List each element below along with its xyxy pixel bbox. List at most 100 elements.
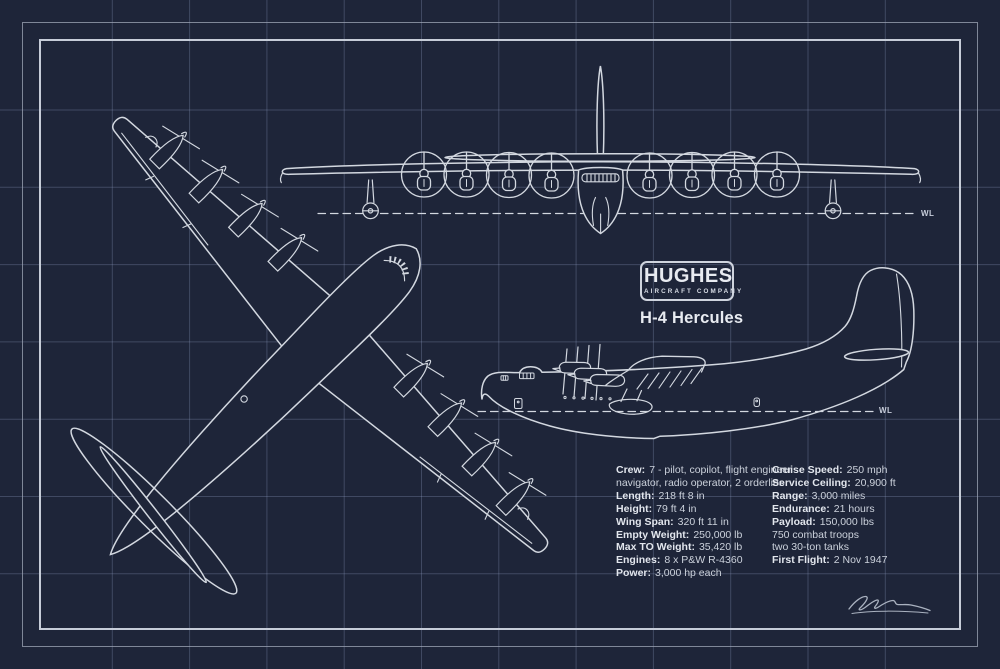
spec-label: Power:: [616, 567, 652, 580]
spec-value: 250,000 lb: [693, 528, 743, 541]
spec-value: 750 combat troops: [772, 528, 859, 541]
title-block: HUGHES AIRCRAFT COMPANY H-4 Hercules: [640, 261, 744, 328]
spec-line: Crew:7 - pilot, copilot, flight engineer: [616, 464, 801, 477]
spec-line: 750 combat troops: [772, 529, 957, 542]
spec-label: Empty Weight:: [616, 528, 690, 541]
fin-silhouette-plan: [99, 446, 208, 584]
cockpit-canopy-plan: [383, 256, 409, 282]
hull-details-side: [514, 395, 760, 409]
engine-front: [528, 152, 575, 199]
spec-line: Wing Span:320 ft 11 in: [616, 516, 801, 529]
leading-edge-fairings: [145, 135, 530, 520]
spec-line: Endurance:21 hours: [772, 503, 957, 516]
engine-front: [400, 151, 448, 198]
spec-line: Engines:8 x P&W R-4360: [616, 554, 801, 567]
spec-value: 35,420 lb: [698, 541, 743, 554]
brand-subtitle: AIRCRAFT COMPANY: [644, 288, 744, 295]
spec-value: 150,000 lbs: [819, 515, 875, 528]
engine-plan: [393, 353, 445, 398]
beaching-gear-leg: [824, 179, 842, 220]
hull-strakes: [591, 196, 610, 235]
engine-front: [711, 151, 758, 198]
spec-label: Wing Span:: [616, 515, 674, 528]
spec-value: 8 x P&W R-4360: [664, 554, 743, 567]
engine-front: [485, 151, 533, 199]
engine-propeller-discs: [400, 151, 801, 199]
hull-front: [577, 166, 624, 235]
beaching-gear-leg: [362, 179, 379, 220]
spec-line: Length:218 ft 8 in: [616, 490, 801, 503]
beaching-gear: [362, 179, 842, 220]
spec-line: First Flight:2 Nov 1947: [772, 554, 957, 567]
spec-line: Max TO Weight:35,420 lb: [616, 541, 801, 554]
spec-line: Empty Weight:250,000 lb: [616, 529, 801, 542]
specs-column-left: Crew:7 - pilot, copilot, flight engineer…: [616, 464, 801, 580]
engine-front: [443, 151, 490, 198]
spec-value: navigator, radio operator, 2 orderlies: [616, 476, 785, 489]
spec-line: navigator, radio operator, 2 orderlies: [616, 477, 801, 490]
spec-value: 21 hours: [833, 502, 875, 515]
spec-line: Service Ceiling:20,900 ft: [772, 477, 957, 490]
rudder-hinge: [895, 273, 903, 368]
spec-label: Service Ceiling:: [772, 476, 851, 489]
spec-label: Engines:: [616, 554, 661, 567]
vertical-fin: [596, 65, 605, 160]
spec-value: 3,000 hp each: [655, 567, 722, 580]
spec-label: Payload:: [772, 515, 816, 528]
engine-plan: [495, 472, 547, 517]
fuselage-plan: [109, 244, 421, 556]
spec-value: 320 ft 11 in: [677, 515, 729, 528]
wingtip-droop-right: [917, 172, 922, 184]
spec-label: Cruise Speed:: [772, 464, 843, 476]
side-view: [477, 267, 915, 440]
spec-line: Height:79 ft 4 in: [616, 503, 801, 516]
spec-value: 3,000 miles: [811, 489, 866, 502]
wing-root-side: [604, 355, 706, 390]
plan-view: [70, 116, 549, 595]
tailplane-plan: [70, 427, 238, 595]
aileron-lines: [121, 132, 533, 544]
engine-front: [626, 152, 673, 199]
tailplane-side: [843, 348, 910, 361]
engine-plan: [427, 393, 479, 438]
spec-value: 250 mph: [846, 464, 888, 476]
brand-name: HUGHES: [644, 265, 733, 287]
engine-plan: [227, 193, 279, 238]
artist-signature: [848, 595, 931, 614]
wingtip-droop-left: [279, 172, 284, 184]
waterline-label-front: WL: [921, 209, 935, 218]
engine-front: [668, 151, 716, 199]
spec-label: First Flight:: [772, 554, 830, 567]
spec-value: 2 Nov 1947: [833, 554, 888, 567]
spec-line: two 30-ton tanks: [772, 541, 957, 554]
spec-label: Range:: [772, 489, 808, 502]
engine-plan: [148, 125, 200, 170]
engine-plan: [188, 159, 240, 204]
cockpit-windows-front: [581, 173, 620, 183]
engine-plan: [267, 227, 319, 272]
spec-value: two 30-ton tanks: [772, 541, 850, 554]
engine-nacelles-plan: [148, 125, 547, 517]
spec-line: Power:3,000 hp each: [616, 567, 801, 580]
spec-label: Crew:: [616, 464, 646, 476]
spec-value: 7 - pilot, copilot, flight engineer: [649, 464, 792, 476]
waterline-label-side: WL: [879, 406, 893, 415]
spec-label: Max TO Weight:: [616, 541, 695, 554]
engine-nacelles-side: [552, 361, 626, 387]
wing-float: [608, 388, 653, 415]
cockpit-windows-side: [500, 372, 535, 381]
spec-line: Range:3,000 miles: [772, 490, 957, 503]
engine-plan: [461, 432, 513, 477]
spec-line: Payload:150,000 lbs: [772, 516, 957, 529]
spec-line: Cruise Speed:250 mph: [772, 464, 957, 477]
astrodome: [240, 395, 248, 403]
spec-label: Height:: [616, 502, 653, 515]
spec-value: 79 ft 4 in: [656, 502, 697, 515]
aircraft-model-title: H-4 Hercules: [640, 309, 744, 327]
spec-label: Length:: [616, 489, 655, 502]
engine-front: [753, 151, 801, 198]
hull-side: [480, 267, 915, 440]
brand-logo-box: HUGHES AIRCRAFT COMPANY: [640, 261, 744, 301]
